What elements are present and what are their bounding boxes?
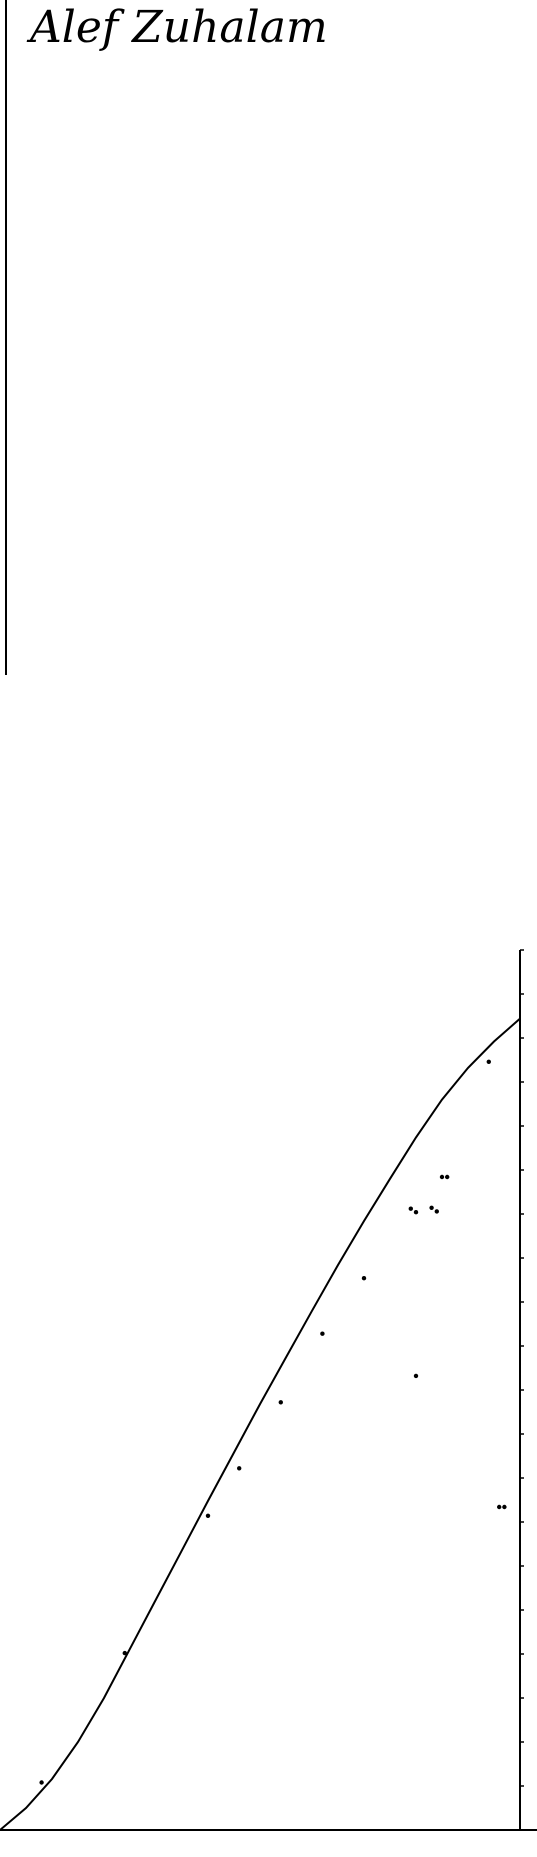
data-point <box>439 1174 445 1180</box>
y-axis-ticks <box>520 949 524 1831</box>
data-point <box>122 1650 128 1656</box>
data-point <box>497 1504 502 1510</box>
data-points <box>39 1059 507 1785</box>
data-point <box>413 1373 419 1379</box>
data-point <box>434 1209 439 1214</box>
handwritten-title: Alef Zuhalam <box>26 2 328 53</box>
header-region: Alef Zuhalam <box>5 0 328 675</box>
data-point <box>320 1331 325 1336</box>
data-point <box>408 1206 413 1211</box>
data-point <box>413 1210 419 1215</box>
data-point <box>205 1513 211 1519</box>
data-point <box>237 1466 242 1471</box>
plot-area <box>0 949 537 1831</box>
data-point <box>502 1504 507 1510</box>
data-point <box>429 1205 434 1211</box>
data-point <box>361 1276 367 1281</box>
fit-curve <box>0 1017 521 1831</box>
data-point <box>486 1059 491 1065</box>
data-point <box>39 1780 44 1785</box>
data-point <box>278 1400 283 1405</box>
data-point <box>445 1174 450 1180</box>
